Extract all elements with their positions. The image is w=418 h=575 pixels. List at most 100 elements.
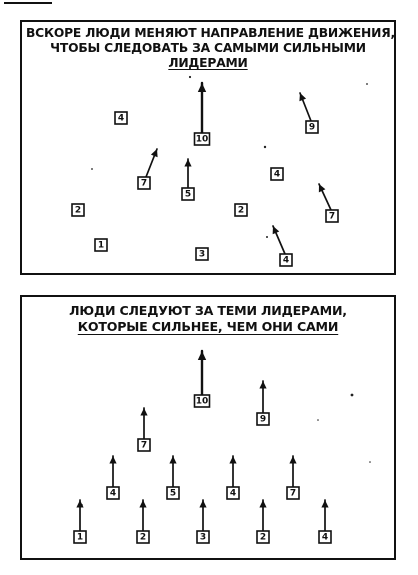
diagram-top: 4 10 9 7 5 4 2 2 7 1 3 4	[71, 75, 368, 267]
person-8: 1	[73, 499, 87, 544]
person-5: 5	[166, 455, 180, 500]
person-box	[73, 530, 87, 544]
person-box	[193, 394, 211, 408]
person-9: 2	[136, 499, 150, 544]
person-box	[137, 176, 151, 190]
arrow-head-icon	[109, 456, 117, 464]
person-strength-label: 3	[200, 533, 206, 543]
caption-top-line-3: ЛИДЕРАМИ	[168, 56, 248, 70]
person-12: 4	[272, 225, 293, 267]
person-strength-label: 3	[199, 250, 205, 260]
person-11: 2	[256, 499, 270, 544]
print-speck	[317, 419, 319, 421]
person-box	[325, 209, 339, 223]
person-strength-label: 4	[110, 489, 116, 499]
print-speck	[91, 168, 93, 170]
person-9: 7	[318, 183, 339, 223]
person-box	[305, 120, 319, 134]
caption-top: ВСКОРЕ ЛЮДИ МЕНЯЮТ НАПРАВЛЕНИЕ ДВИЖЕНИЯ,…	[26, 26, 395, 71]
person-strength-label: 10	[196, 397, 209, 407]
arrow-head-icon	[184, 159, 192, 167]
arrow-head-icon	[139, 500, 147, 508]
person-4: 7	[137, 148, 158, 190]
person-box	[256, 530, 270, 544]
arrow-head-icon	[140, 408, 148, 416]
arrow-head-icon	[318, 184, 326, 193]
person-strength-label: 7	[329, 212, 335, 222]
person-4: 4	[106, 455, 120, 500]
panel-leaders-shifting: 4 10 9 7 5 4 2 2 7 1 3 4 ВСКОРЕ ЛЮДИ МЕНЯЮТ НАПРАВЛ…	[20, 20, 396, 275]
person-strength-label: 4	[230, 489, 236, 499]
person-3: 9	[256, 380, 270, 426]
caption-bottom-line-1: ЛЮДИ СЛЕДУЮТ ЗА ТЕМИ ЛИДЕРАМИ,	[69, 303, 347, 318]
arrow-head-icon	[199, 500, 207, 508]
person-7: 2	[71, 203, 85, 217]
person-box	[196, 530, 210, 544]
arrow-head-icon	[272, 226, 280, 235]
person-12: 4	[318, 499, 332, 544]
person-box	[137, 438, 151, 452]
person-strength-label: 2	[140, 533, 146, 543]
print-speck	[350, 393, 354, 397]
person-strength-label: 4	[274, 170, 280, 180]
person-strength-label: 4	[322, 533, 328, 543]
person-10: 1	[94, 238, 108, 252]
person-strength-label: 5	[185, 190, 191, 200]
person-box	[114, 111, 128, 125]
caption-top-line-2: ЧТОБЫ СЛЕДОВАТЬ ЗА САМЫМИ СИЛЬНЫМИ	[50, 41, 366, 55]
person-strength-label: 1	[77, 533, 83, 543]
panel-leaders-following: 10 7 9 4 5 4 7 1 2 3 2 4 ЛЮДИ СЛЕДУЮТ ЗА ТЕМИ ЛИДЕР…	[20, 295, 396, 560]
print-speck	[369, 461, 371, 463]
arrow-head-icon	[299, 93, 307, 102]
person-1: 10	[193, 349, 211, 408]
person-6: 4	[270, 167, 284, 181]
print-speck	[188, 75, 192, 79]
arrow-head-icon	[76, 500, 84, 508]
person-5: 5	[181, 158, 195, 201]
arrow-head-icon	[150, 149, 158, 158]
caption-top-line-1: ВСКОРЕ ЛЮДИ МЕНЯЮТ НАПРАВЛЕНИЕ ДВИЖЕНИЯ,	[26, 26, 395, 40]
person-8: 2	[234, 203, 248, 217]
person-strength-label: 4	[118, 114, 124, 124]
person-3: 9	[299, 92, 319, 134]
arrow-head-icon	[229, 456, 237, 464]
print-speck	[263, 145, 267, 149]
person-box	[286, 486, 300, 500]
person-1: 4	[114, 111, 128, 125]
person-box	[318, 530, 332, 544]
person-box	[234, 203, 248, 217]
arrow-head-icon	[259, 381, 267, 389]
person-2: 7	[137, 407, 151, 452]
person-10: 3	[196, 499, 210, 544]
person-strength-label: 5	[170, 489, 176, 499]
person-strength-label: 7	[141, 179, 147, 189]
person-strength-label: 7	[141, 441, 147, 451]
diagram-bottom: 10 7 9 4 5 4 7 1 2 3 2 4	[73, 349, 371, 544]
person-box	[279, 253, 293, 267]
person-strength-label: 10	[196, 135, 209, 145]
person-box	[136, 530, 150, 544]
person-strength-label: 4	[283, 256, 289, 266]
person-strength-label: 7	[290, 489, 296, 499]
person-2: 10	[193, 81, 211, 146]
person-box	[181, 187, 195, 201]
person-strength-label: 9	[309, 123, 315, 133]
person-box	[106, 486, 120, 500]
person-strength-label: 2	[75, 206, 81, 216]
person-strength-label: 2	[238, 206, 244, 216]
person-strength-label: 9	[260, 415, 266, 425]
person-11: 3	[195, 247, 209, 261]
person-box	[71, 203, 85, 217]
person-strength-label: 2	[260, 533, 266, 543]
arrow-head-icon	[259, 500, 267, 508]
person-6: 4	[226, 455, 240, 500]
caption-bottom-line-2: КОТОРЫЕ СИЛЬНЕЕ, ЧЕМ ОНИ САМИ	[77, 319, 339, 334]
arrow-head-icon	[289, 456, 297, 464]
print-speck	[366, 83, 368, 85]
arrow-head-icon	[169, 456, 177, 464]
arrow-head-icon	[197, 83, 207, 92]
header-rule	[4, 2, 52, 4]
person-box	[270, 167, 284, 181]
person-box	[193, 132, 211, 146]
person-box	[226, 486, 240, 500]
